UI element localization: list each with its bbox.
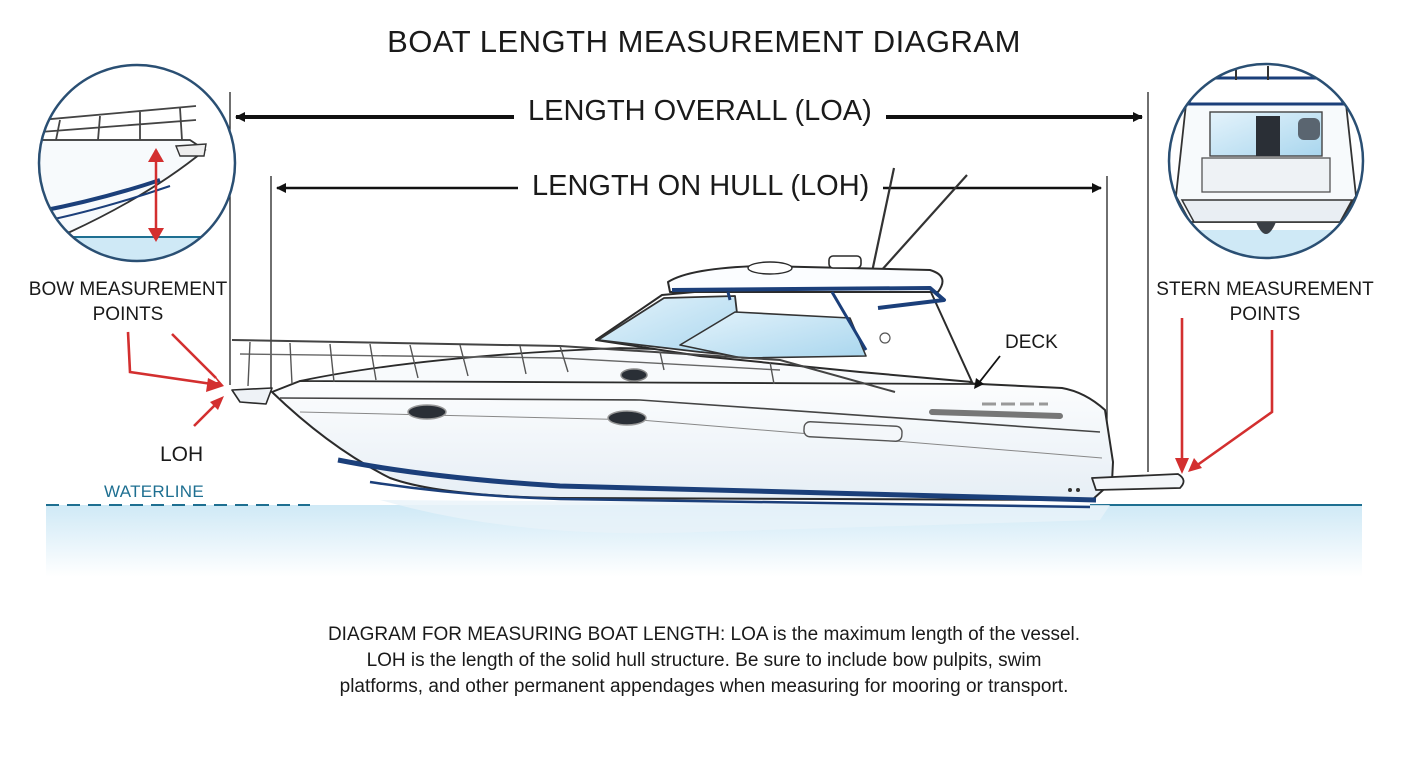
stern-label-line1: STERN MEASUREMENT <box>1156 279 1374 300</box>
diagram-title: BOAT LENGTH MEASUREMENT DIAGRAM <box>387 24 1021 59</box>
stern-detail-inset <box>1167 62 1365 260</box>
caption-line-3: platforms, and other permanent appendage… <box>339 676 1069 697</box>
stern-pointer-arrows <box>1180 318 1274 468</box>
loa-label: LENGTH OVERALL (LOA) <box>514 95 886 128</box>
stern-pointer-arrowheads <box>1175 458 1202 474</box>
deck-label: DECK <box>1005 332 1058 353</box>
diagram-caption: DIAGRAM FOR MEASURING BOAT LENGTH: LOA i… <box>254 622 1154 700</box>
bow-measurement-label: BOW MEASUREMENT POINTS <box>20 277 236 327</box>
bow-label-line2: POINTS <box>92 304 164 325</box>
deck-pointer-arrow <box>974 355 1001 389</box>
bow-label-line1: BOW MEASUREMENT <box>28 279 228 300</box>
stern-label-line2: POINTS <box>1229 304 1301 325</box>
boat-illustration <box>231 167 1185 534</box>
bow-pointer-arrowheads <box>206 370 224 410</box>
stern-measurement-label: STERN MEASUREMENT POINTS <box>1154 277 1376 327</box>
bow-detail-inset <box>37 63 237 263</box>
waterline-label: WATERLINE <box>104 482 204 501</box>
caption-line-2: LOH is the length of the solid hull stru… <box>366 650 1042 671</box>
loh-label: LENGTH ON HULL (LOH) <box>518 170 884 203</box>
bow-pointer-arrows <box>126 331 219 427</box>
loh-callout-label: LOH <box>160 443 204 466</box>
caption-line-1: DIAGRAM FOR MEASURING BOAT LENGTH: LOA i… <box>327 624 1081 645</box>
